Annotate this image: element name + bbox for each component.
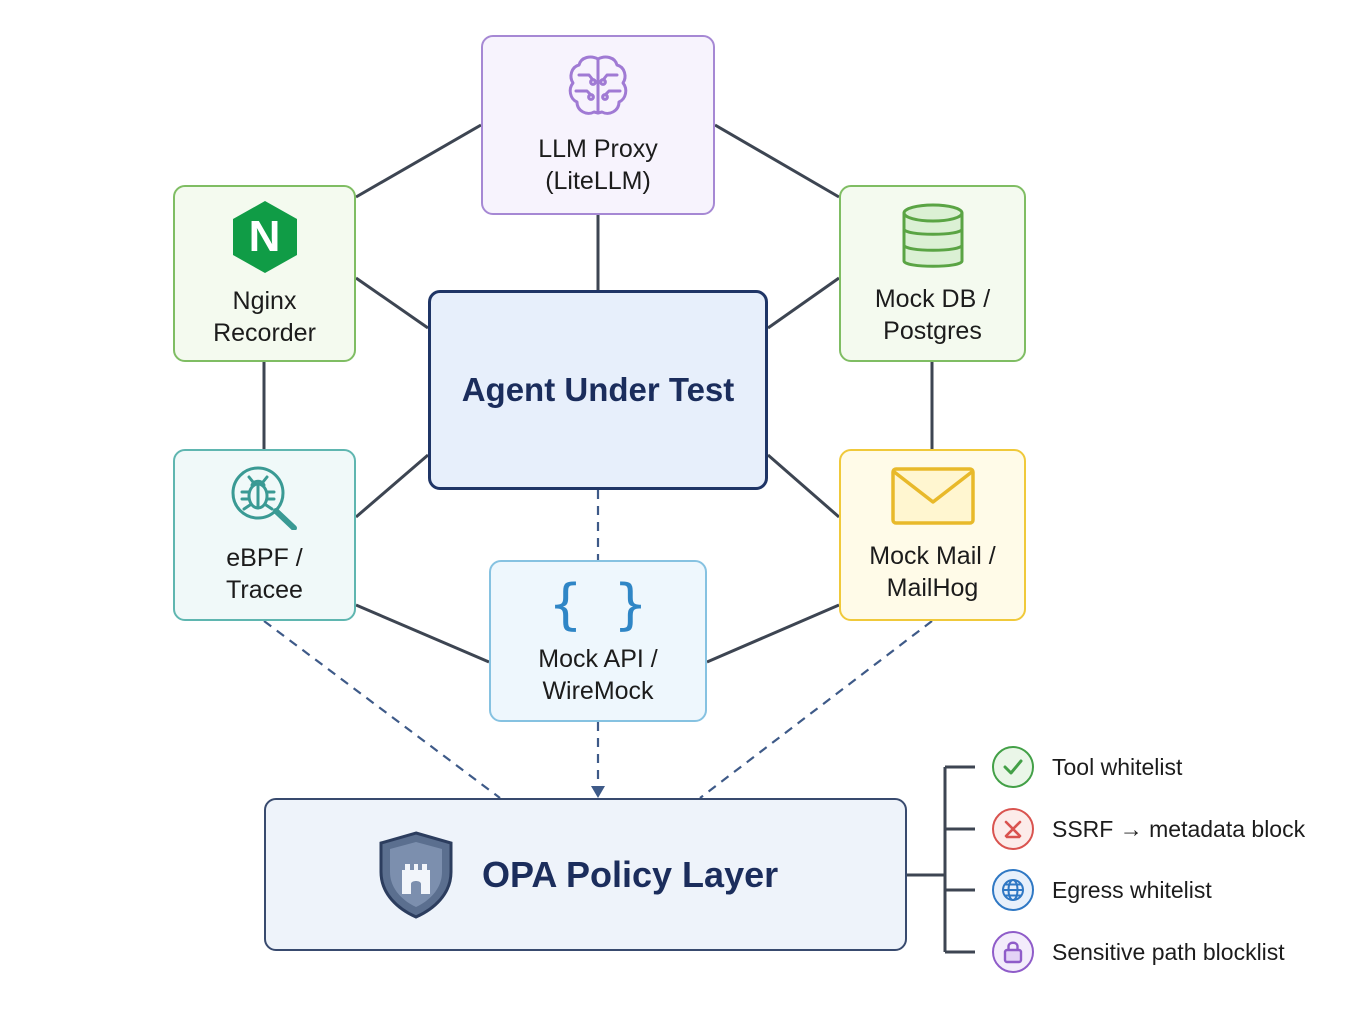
ebpf-tracee-node[interactable]: eBPF / Tracee: [173, 449, 356, 621]
mock-db-node[interactable]: Mock DB / Postgres: [839, 185, 1026, 362]
policy-label: Tool whitelist: [1052, 753, 1183, 780]
database-icon: [902, 203, 963, 268]
edge-ebpf-api: [355, 603, 490, 664]
dashed-mail-opa: [699, 620, 933, 799]
nginx-icon: N: [231, 199, 299, 275]
edge-llm-db: [714, 123, 840, 199]
edge-db-agent: [767, 276, 840, 330]
llm-proxy-label: LLM Proxy (LiteLLM): [538, 135, 658, 195]
edge-mail-agent: [767, 453, 840, 519]
dashed-ebpf-opa: [263, 620, 501, 799]
policy-item-ssrf-block: SSRF → metadata block: [992, 808, 1305, 850]
mock-mail-label: Mock Mail / MailHog: [869, 542, 996, 602]
brain-icon: [568, 55, 628, 115]
policy-label: Egress whitelist: [1052, 876, 1212, 903]
mock-db-label: Mock DB / Postgres: [874, 284, 991, 345]
nginx-icon-letter: N: [248, 211, 281, 261]
lock-icon: [992, 931, 1034, 973]
arrowhead-opa: [591, 786, 605, 798]
curly-braces-icon: { }: [549, 573, 647, 636]
edge-ebpf-agent: [355, 453, 429, 519]
edge-mail-api: [706, 603, 840, 664]
mock-mail-node[interactable]: Mock Mail / MailHog: [839, 449, 1026, 621]
opa-policy-layer-node[interactable]: OPA Policy Layer: [264, 798, 907, 951]
shield-castle-icon: [379, 830, 453, 919]
agent-under-test-label: Agent Under Test: [461, 371, 735, 408]
nginx-recorder-node[interactable]: N Nginx Recorder: [173, 185, 356, 362]
edge-nginx-agent: [355, 276, 429, 330]
globe-icon: [992, 869, 1034, 911]
bug-search-icon: [231, 466, 297, 530]
blocked-circle-icon: [992, 808, 1034, 850]
policy-item-egress-whitelist: Egress whitelist: [992, 869, 1212, 911]
nginx-recorder-label: Nginx Recorder: [213, 286, 316, 347]
agent-under-test-node[interactable]: Agent Under Test: [428, 290, 768, 490]
ebpf-tracee-label: eBPF / Tracee: [226, 544, 303, 604]
mock-api-label: Mock API / WireMock: [538, 645, 658, 705]
opa-policy-layer-label: OPA Policy Layer: [482, 853, 779, 895]
edge-llm-nginx: [355, 123, 482, 199]
mock-api-node[interactable]: { } Mock API / WireMock: [489, 560, 707, 722]
policy-item-tool-whitelist: Tool whitelist: [992, 746, 1182, 788]
policy-label: SSRF → metadata block: [1052, 815, 1306, 842]
check-circle-icon: [992, 746, 1034, 788]
llm-proxy-node[interactable]: LLM Proxy (LiteLLM): [481, 35, 715, 215]
envelope-icon: [890, 467, 975, 525]
policy-item-sensitive-path-blocklist: Sensitive path blocklist: [992, 931, 1285, 973]
policy-label: Sensitive path blocklist: [1052, 938, 1285, 965]
